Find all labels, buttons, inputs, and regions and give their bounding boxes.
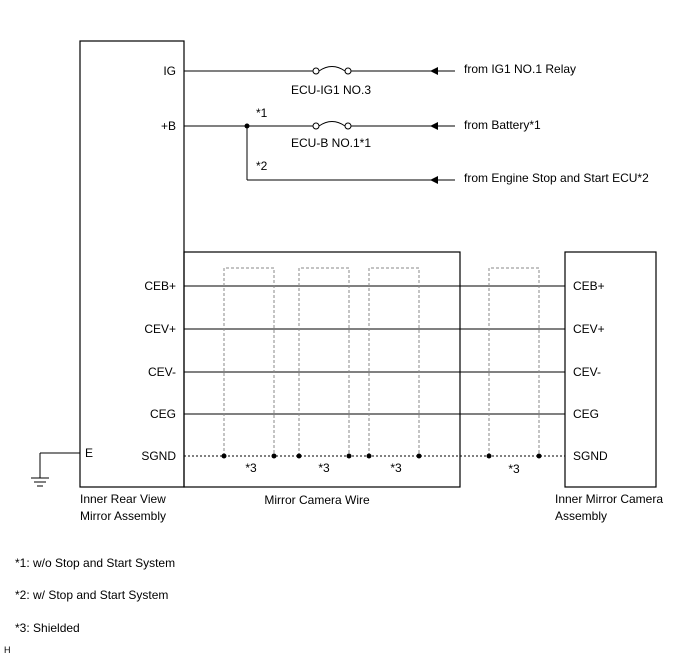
left-pin-ceg: CEG xyxy=(150,407,176,421)
fuse-terminal xyxy=(312,122,320,130)
fuse-ecu-ig1-label: ECU-IG1 NO.3 xyxy=(291,83,371,97)
right-pin-cev-plus: CEV+ xyxy=(573,322,605,336)
source-battery: from Battery*1 xyxy=(464,118,541,132)
figure-id: H xyxy=(4,645,11,655)
shield-mark-1: *3 xyxy=(245,461,257,475)
shield-mark-4: *3 xyxy=(508,462,520,476)
source-engine-stop-start: from Engine Stop and Start ECU*2 xyxy=(464,171,649,185)
arrow-icon xyxy=(430,67,438,75)
note-1: *1: w/o Stop and Start System xyxy=(15,556,176,570)
arrow-icon xyxy=(430,122,438,130)
inner-rear-view-mirror-label-2: Mirror Assembly xyxy=(80,509,166,523)
ground-icon xyxy=(31,452,80,487)
inner-mirror-camera-box xyxy=(564,251,657,488)
shield-1 xyxy=(223,267,275,456)
branch-mark-1: *1 xyxy=(256,106,268,120)
right-pin-sgnd: SGND xyxy=(573,449,608,463)
pin-ig: IG xyxy=(163,64,176,78)
left-pin-ceb-plus: CEB+ xyxy=(144,279,176,293)
mirror-camera-wire-box xyxy=(183,251,461,488)
left-pin-cev-minus: CEV- xyxy=(148,365,176,379)
signal-wires xyxy=(184,285,565,457)
inner-mirror-camera-label-1: Inner Mirror Camera xyxy=(555,492,663,506)
right-pin-ceb-plus: CEB+ xyxy=(573,279,605,293)
right-pin-ceg: CEG xyxy=(573,407,599,421)
pin-plus-b: +B xyxy=(161,119,176,133)
pin-e: E xyxy=(85,446,93,460)
shield-ground-dots xyxy=(221,453,542,459)
shields xyxy=(223,267,540,456)
shield-4 xyxy=(488,267,540,456)
fuse-terminal xyxy=(312,67,320,75)
inner-mirror-camera-label-2: Assembly xyxy=(555,509,607,523)
fuse-terminal xyxy=(344,67,352,75)
shield-2 xyxy=(298,267,350,456)
shield-mark-3: *3 xyxy=(390,461,402,475)
fuse-ecu-b-label: ECU-B NO.1*1 xyxy=(291,136,371,150)
left-pin-cev-plus: CEV+ xyxy=(144,322,176,336)
mirror-camera-wire-label: Mirror Camera Wire xyxy=(264,493,370,507)
note-3: *3: Shielded xyxy=(15,621,80,635)
fuse-terminal xyxy=(344,122,352,130)
plus-b-circuit xyxy=(184,121,455,184)
ig-circuit xyxy=(184,66,455,75)
note-2: *2: w/ Stop and Start System xyxy=(15,588,169,602)
shield-3 xyxy=(368,267,420,456)
branch-mark-2: *2 xyxy=(256,159,268,173)
source-ig1-relay: from IG1 NO.1 Relay xyxy=(464,62,576,76)
fuse-icon xyxy=(318,66,346,72)
fuse-icon xyxy=(318,121,346,127)
arrow-icon xyxy=(430,176,438,184)
right-pin-cev-minus: CEV- xyxy=(573,365,601,379)
left-pin-sgnd: SGND xyxy=(141,449,176,463)
shield-mark-2: *3 xyxy=(318,461,330,475)
inner-rear-view-mirror-label-1: Inner Rear View xyxy=(80,492,166,506)
